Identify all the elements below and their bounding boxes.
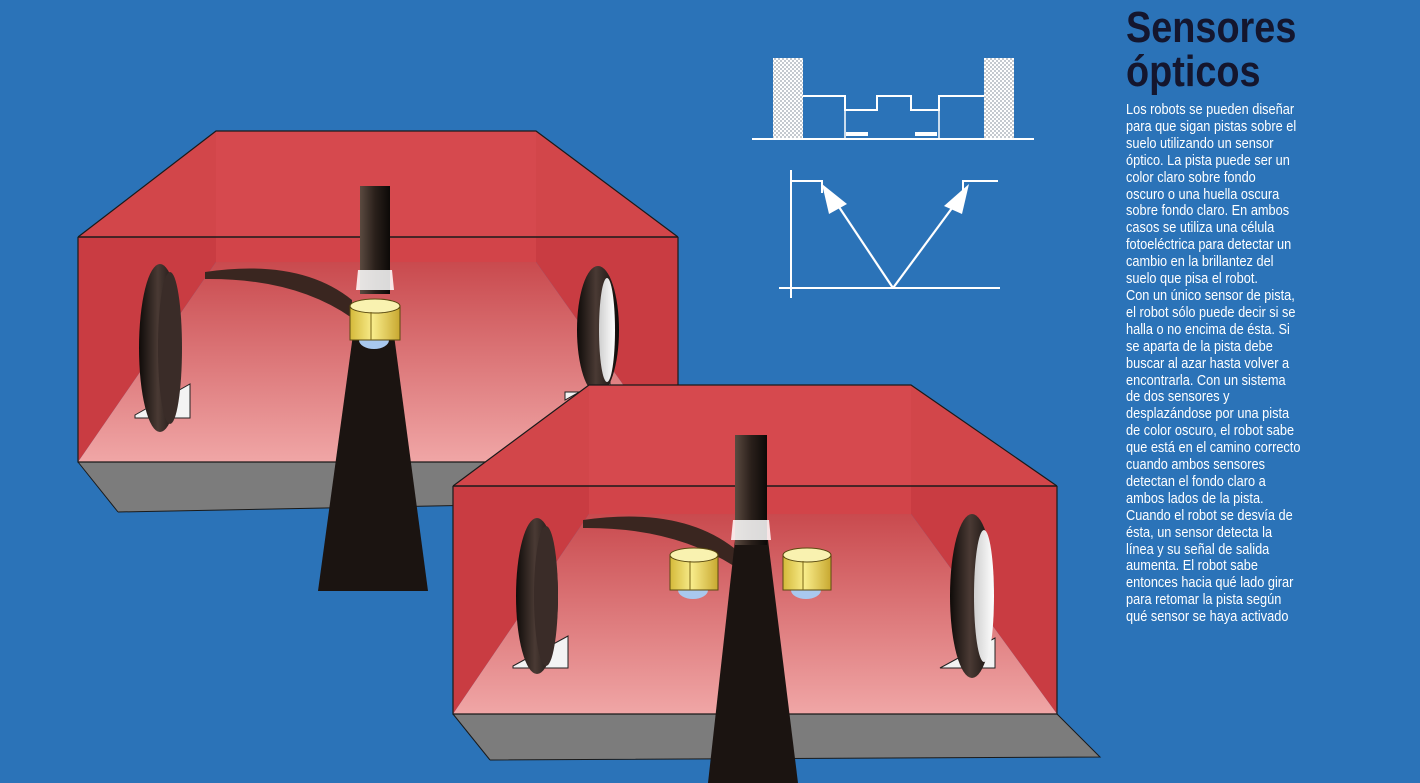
article-body-line: Con un único sensor de pista, xyxy=(1126,288,1415,305)
article-body-line: el robot sólo puede decir si se xyxy=(1126,305,1415,322)
article-body-line: para retomar la pista según xyxy=(1126,592,1415,609)
article-body-line: cambio en la brillantez del xyxy=(1126,254,1415,271)
article-body-line: color claro sobre fondo xyxy=(1126,170,1415,187)
article-body-line: casos se utiliza una célula xyxy=(1126,220,1415,237)
article-title: Sensores ópticos xyxy=(1126,6,1377,94)
article-title-line-1: Sensores xyxy=(1126,3,1296,52)
article-body-line: Los robots se pueden diseñar xyxy=(1126,102,1415,119)
article-body-line: óptico. La pista puede ser un xyxy=(1126,153,1415,170)
article-body-line: para que sigan pistas sobre el xyxy=(1126,119,1415,136)
diagram-waveform xyxy=(803,96,984,110)
article-body-line: halla o no encima de ésta. Si xyxy=(1126,322,1415,339)
article-body-line: buscar al azar hasta volver a xyxy=(1126,356,1415,373)
diagram-arrow-left xyxy=(822,184,847,214)
article-body-line: que está en el camino correcto xyxy=(1126,440,1415,457)
article-body-line: se aparta de la pista debe xyxy=(1126,339,1415,356)
article-body-line: ésta, un sensor detecta la xyxy=(1126,525,1415,542)
article-body-line: fotoeléctrica para detectar un xyxy=(1126,237,1415,254)
article-sidebar: Sensores ópticos Los robots se pueden di… xyxy=(1126,6,1418,783)
article-body-line: ambos lados de la pista. xyxy=(1126,491,1415,508)
article-body-line: entonces hacia qué lado girar xyxy=(1126,575,1415,592)
article-body-line: desplazándose por una pista xyxy=(1126,406,1415,423)
article-body-line: detectan el fondo claro a xyxy=(1126,474,1415,491)
article-body-line: línea y su señal de salida xyxy=(1126,542,1415,559)
robot-dual-sensor xyxy=(453,385,1100,783)
article-body-line: qué sensor se haya activado xyxy=(1126,609,1415,626)
article-body-line: de color oscuro, el robot sabe xyxy=(1126,423,1415,440)
article-body-line: Cuando el robot se desvía de xyxy=(1126,508,1415,525)
article-body-line: aumenta. El robot sabe xyxy=(1126,558,1415,575)
diagram-reflection xyxy=(779,170,1000,298)
article-title-line-2: ópticos xyxy=(1126,47,1261,96)
article-body-line: oscuro o una huella oscura xyxy=(1126,187,1415,204)
article-body-line: suelo que pisa el robot. xyxy=(1126,271,1415,288)
article-body-line: sobre fondo claro. En ambos xyxy=(1126,203,1415,220)
diagram-right-block xyxy=(984,58,1014,138)
diagram-sensor-signal xyxy=(752,58,1034,139)
diagram-arrow-right xyxy=(944,184,969,214)
article-body-line: suelo utilizando un sensor xyxy=(1126,136,1415,153)
article-body-line: cuando ambos sensores xyxy=(1126,457,1415,474)
diagram-left-block xyxy=(773,58,803,138)
article-body-line: encontrarla. Con un sistema xyxy=(1126,373,1415,390)
article-body-line: de dos sensores y xyxy=(1126,389,1415,406)
